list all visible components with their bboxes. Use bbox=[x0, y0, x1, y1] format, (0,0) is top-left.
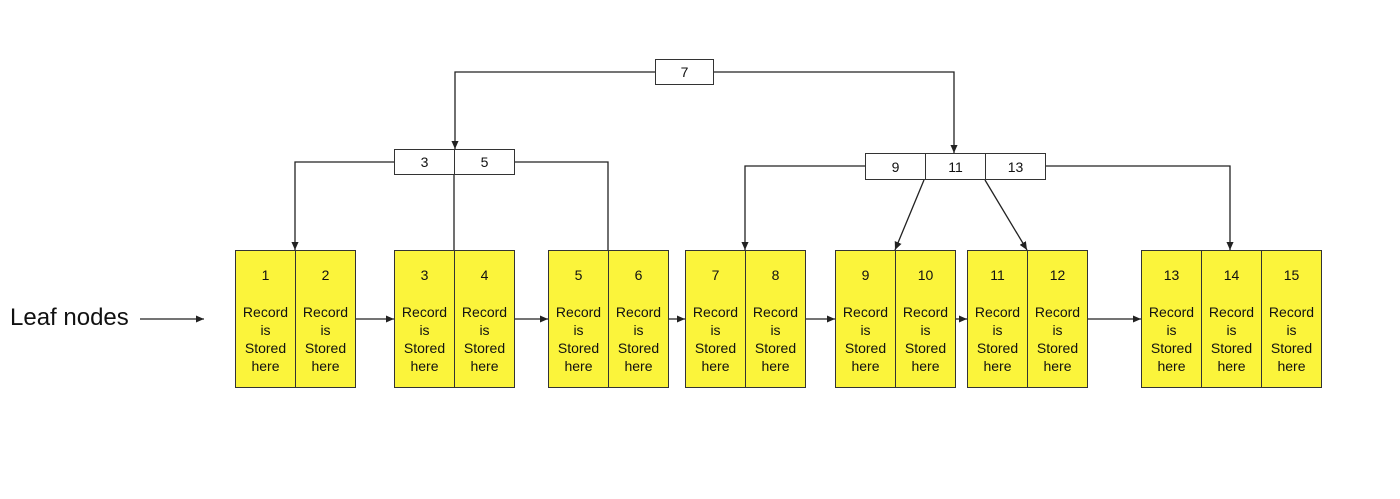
leaf-key: 10 bbox=[917, 267, 934, 283]
leaf-nodes-label: Leaf nodes bbox=[10, 304, 129, 331]
leaf-record-text: Record is Stored here bbox=[555, 304, 602, 374]
leaf-record-text: Record is Stored here bbox=[1208, 304, 1255, 374]
internal-key-cell: 5 bbox=[454, 149, 515, 175]
internal-key-cell: 13 bbox=[985, 153, 1046, 180]
leaf-key: 8 bbox=[771, 267, 780, 283]
edge-internal-3-5-to-leaf-5-6 bbox=[513, 161, 612, 264]
leaf-record-text: Record is Stored here bbox=[1034, 304, 1081, 374]
leaf-key: 5 bbox=[574, 267, 583, 283]
leaf-record-text: Record is Stored here bbox=[461, 304, 508, 374]
internal-key-cell: 3 bbox=[394, 149, 455, 175]
edge-internal-11-13-to-leaf-11-12 bbox=[984, 179, 1028, 251]
leaf-key: 12 bbox=[1049, 267, 1066, 283]
leaf-record-text: Record is Stored here bbox=[902, 304, 949, 374]
leaf-key: 9 bbox=[861, 267, 870, 283]
root-key-cell: 7 bbox=[655, 59, 714, 85]
leaf-key: 1 bbox=[261, 267, 270, 283]
edge-internal-9-to-leaf-7-8 bbox=[741, 165, 865, 250]
internal-key-cell: 11 bbox=[925, 153, 986, 180]
leaf-record-text: Record is Stored here bbox=[974, 304, 1021, 374]
leaf-record-text: Record is Stored here bbox=[615, 304, 662, 374]
leaf-key: 3 bbox=[420, 267, 429, 283]
leaf-record-text: Record is Stored here bbox=[692, 304, 739, 374]
leaf-key: 11 bbox=[990, 267, 1005, 283]
leaf-key: 14 bbox=[1223, 267, 1240, 283]
leaf-record-text: Record is Stored here bbox=[842, 304, 889, 374]
leaf-key: 2 bbox=[321, 267, 330, 283]
internal-key-cell: 9 bbox=[865, 153, 926, 180]
leaf-record-text: Record is Stored here bbox=[752, 304, 799, 374]
leaf-record-text: Record is Stored here bbox=[242, 304, 289, 374]
leaf-record-text: Record is Stored here bbox=[401, 304, 448, 374]
leaf-key: 4 bbox=[480, 267, 489, 283]
leaf-record-text: Record is Stored here bbox=[302, 304, 349, 374]
leaf-key: 13 bbox=[1163, 267, 1180, 283]
leaf-record-text: Record is Stored here bbox=[1148, 304, 1195, 374]
edge-internal-13-to-leaf-13-15 bbox=[1044, 165, 1234, 250]
edge-internal-3-5-to-leaf-1-2 bbox=[291, 161, 394, 250]
leaf-key: 6 bbox=[634, 267, 643, 283]
leaf-key: 15 bbox=[1283, 267, 1300, 283]
leaf-record-text: Record is Stored here bbox=[1268, 304, 1315, 374]
leaf-key: 7 bbox=[711, 267, 720, 283]
edge-root-to-left-internal bbox=[451, 71, 655, 149]
edge-internal-9-11-to-leaf-9-10 bbox=[894, 179, 925, 251]
edge-root-to-right-internal bbox=[714, 71, 958, 153]
